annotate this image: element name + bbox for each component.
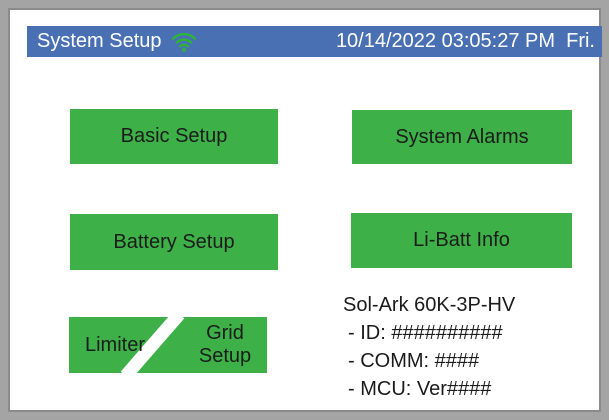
limiter-button[interactable]: Limiter	[69, 317, 161, 373]
wifi-icon	[170, 29, 198, 58]
device-model: Sol-Ark 60K-3P-HV	[343, 294, 516, 316]
title-bar: System Setup 10/14/2022 03:05:27 PM Fri.	[27, 26, 602, 57]
system-alarms-button[interactable]: System Alarms	[352, 110, 572, 164]
page-title: System Setup	[37, 30, 162, 52]
limiter-label: Limiter	[84, 333, 145, 356]
basic-setup-label: Basic Setup	[120, 125, 228, 147]
limiter-grid-setup-button: Limiter Grid Setup	[69, 317, 267, 373]
battery-setup-button[interactable]: Battery Setup	[70, 214, 278, 270]
li-batt-info-label: Li-Batt Info	[413, 229, 510, 251]
grid-setup-label: Grid Setup	[198, 322, 252, 367]
device-comm-line: - COMM: ####	[348, 350, 480, 372]
screen: System Setup 10/14/2022 03:05:27 PM Fri.…	[8, 8, 602, 412]
datetime-display: 10/14/2022 03:05:27 PM Fri.	[335, 30, 595, 52]
device-mcu-line: - MCU: Ver####	[348, 378, 492, 400]
device-info-block: Sol-Ark 60K-3P-HV - ID: ########## - COM…	[343, 291, 593, 403]
grid-setup-button[interactable]: Grid Setup	[187, 317, 263, 373]
device-id-line: - ID: ##########	[348, 322, 503, 344]
system-alarms-label: System Alarms	[395, 125, 529, 148]
li-batt-info-button[interactable]: Li-Batt Info	[351, 213, 572, 268]
basic-setup-button[interactable]: Basic Setup	[70, 109, 278, 164]
battery-setup-label: Battery Setup	[113, 230, 235, 253]
